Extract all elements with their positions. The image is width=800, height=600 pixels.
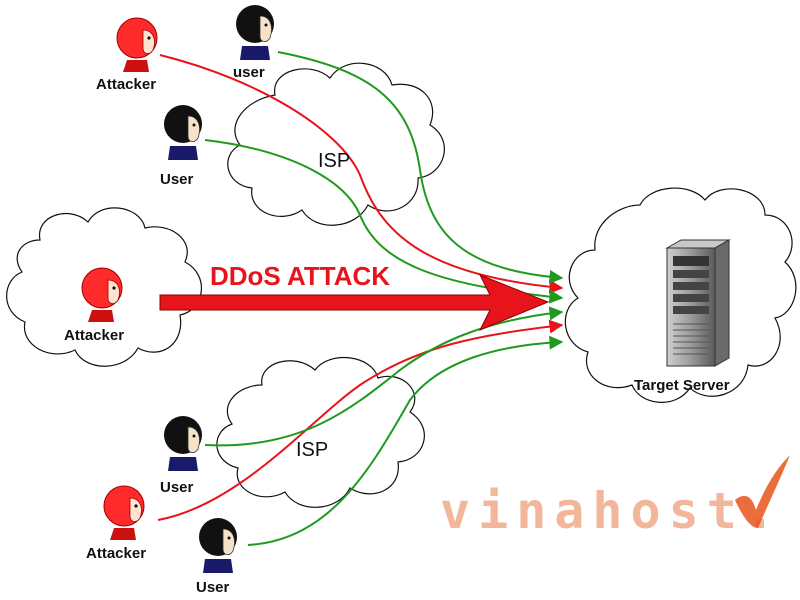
isp-label-bottom: ISP xyxy=(296,439,328,461)
user-icon xyxy=(164,105,202,160)
attacker-icon xyxy=(116,17,158,72)
watermark-text: vinahost. xyxy=(440,482,783,540)
user-flow-bottom xyxy=(247,335,564,546)
ddos-attack-arrow xyxy=(159,274,550,331)
user-flows xyxy=(204,51,564,546)
user-lower-label: User xyxy=(160,479,194,496)
isp-label-top: ISP xyxy=(318,150,350,172)
attacker-icon xyxy=(81,267,123,322)
user-icon xyxy=(236,5,274,60)
user-flow-mid xyxy=(204,139,564,304)
attacker-top-label: Attacker xyxy=(96,76,156,93)
attacker-bottom-label: Attacker xyxy=(86,545,146,562)
checkmark-icon xyxy=(735,455,790,528)
isp-cloud-top xyxy=(227,62,445,226)
user-top-label: user xyxy=(233,64,265,81)
isp-cloud-bottom xyxy=(216,356,425,508)
attacker-main-label: Attacker xyxy=(64,327,124,344)
attack-flow-top xyxy=(159,54,564,294)
ddos-attack-label: DDoS ATTACK xyxy=(210,261,390,291)
user-flow-top xyxy=(277,51,564,284)
server-icon xyxy=(665,239,731,367)
attacker-icon xyxy=(103,485,145,540)
user-icon xyxy=(199,518,237,573)
user-mid-label: User xyxy=(160,171,194,188)
attack-flow-bottom xyxy=(157,319,564,521)
attack-flows xyxy=(157,54,564,521)
target-server-label: Target Server xyxy=(634,377,730,394)
user-icon xyxy=(164,416,202,471)
user-bottom-label: User xyxy=(196,579,230,596)
user-flow-lower xyxy=(204,306,564,447)
